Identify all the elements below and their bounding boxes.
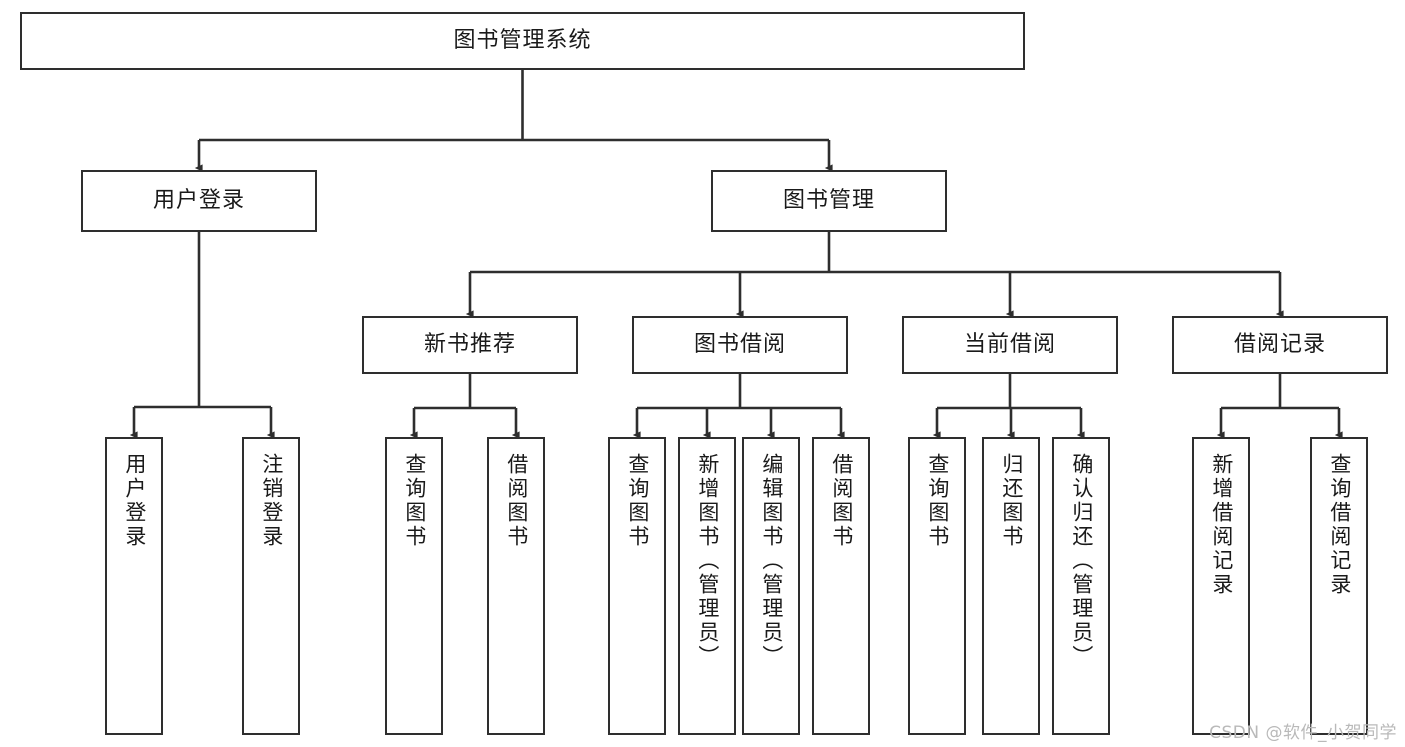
node-label: 借阅图书 bbox=[829, 453, 854, 549]
node-label: 借阅记录 bbox=[1233, 332, 1326, 358]
node-label: 查询借阅记录 bbox=[1327, 453, 1352, 597]
node-leaf-cur-return[interactable]: 归还图书 bbox=[982, 437, 1040, 735]
node-label: 查询图书 bbox=[402, 453, 427, 549]
connector-lines bbox=[129, 70, 1343, 439]
node-bookmgmt[interactable]: 图书管理 bbox=[711, 170, 947, 232]
node-leaf-borrow-edit[interactable]: 编辑图书（管理员） bbox=[742, 437, 800, 735]
node-borrow[interactable]: 图书借阅 bbox=[632, 316, 848, 374]
node-label: 查询图书 bbox=[625, 453, 650, 549]
node-label: 借阅图书 bbox=[504, 453, 529, 549]
node-label: 注销登录 bbox=[259, 453, 284, 549]
node-leaf-cur-query[interactable]: 查询图书 bbox=[908, 437, 966, 735]
node-label: 新增借阅记录 bbox=[1209, 453, 1234, 597]
node-leaf-borrow-add[interactable]: 新增图书（管理员） bbox=[678, 437, 736, 735]
node-label: 图书管理系统 bbox=[453, 28, 592, 54]
node-record[interactable]: 借阅记录 bbox=[1172, 316, 1388, 374]
node-leaf-rec-query[interactable]: 查询借阅记录 bbox=[1310, 437, 1368, 735]
node-leaf-user-logout[interactable]: 注销登录 bbox=[242, 437, 300, 735]
node-label: 图书借阅 bbox=[693, 332, 786, 358]
node-label: 编辑图书（管理员） bbox=[759, 453, 784, 669]
node-label: 确认归还（管理员） bbox=[1069, 453, 1094, 669]
node-label: 图书管理 bbox=[782, 188, 875, 214]
node-label: 用户登录 bbox=[122, 453, 147, 549]
node-label: 当前借阅 bbox=[963, 332, 1056, 358]
node-newbook[interactable]: 新书推荐 bbox=[362, 316, 578, 374]
node-current[interactable]: 当前借阅 bbox=[902, 316, 1118, 374]
node-leaf-borrow-do[interactable]: 借阅图书 bbox=[812, 437, 870, 735]
node-root[interactable]: 图书管理系统 bbox=[20, 12, 1025, 70]
node-label: 查询图书 bbox=[925, 453, 950, 549]
node-leaf-rec-add[interactable]: 新增借阅记录 bbox=[1192, 437, 1250, 735]
node-label: 新书推荐 bbox=[423, 332, 516, 358]
node-login[interactable]: 用户登录 bbox=[81, 170, 317, 232]
node-label: 用户登录 bbox=[152, 188, 245, 214]
node-label: 归还图书 bbox=[999, 453, 1024, 549]
node-leaf-borrow-query[interactable]: 查询图书 bbox=[608, 437, 666, 735]
node-leaf-new-borrow[interactable]: 借阅图书 bbox=[487, 437, 545, 735]
node-leaf-new-query[interactable]: 查询图书 bbox=[385, 437, 443, 735]
node-leaf-user-login[interactable]: 用户登录 bbox=[105, 437, 163, 735]
node-label: 新增图书（管理员） bbox=[695, 453, 720, 669]
node-leaf-cur-confirm[interactable]: 确认归还（管理员） bbox=[1052, 437, 1110, 735]
